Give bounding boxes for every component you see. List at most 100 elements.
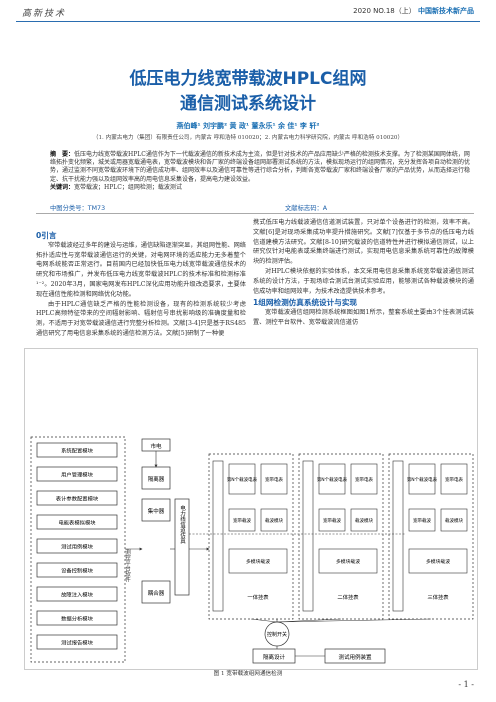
- assembly-bus: [212, 460, 224, 612]
- carrier-module-label: 宽带载波: [233, 517, 251, 524]
- paper-title-line1: 低压电力线宽带载波HPLC组网: [129, 69, 367, 89]
- meter-box: [408, 463, 436, 495]
- meter-box: [318, 463, 346, 495]
- figure-caption: 图 1 宽带载波组网通信检测: [213, 671, 283, 677]
- software-module-box: [36, 586, 118, 602]
- center-box-label: 耦合器: [148, 589, 165, 597]
- assembly-bus: [392, 460, 404, 612]
- assembly-label: 三体挂表: [427, 593, 449, 601]
- software-module-box: [36, 514, 118, 530]
- meter-label: 宽带电表: [355, 476, 373, 483]
- power-label: 市电: [150, 442, 162, 450]
- header-divider: [16, 21, 480, 22]
- paragraph: 窄带载波经过多年的建设与运维，通信缺陷逐渐突显，其组网性能、网络拓扑适应性与宽带…: [36, 241, 246, 298]
- keywords-text: 宽带载波；HPLC；组网检测；载波测试: [74, 183, 182, 191]
- figure-1: 系统配置模块用户管理模块表计参数配置模块电能表模拟模块测试用例模块设备控制模块故…: [24, 348, 478, 670]
- body-right-column: 携式低压电力线载波通信信道测试装置，只对单个设备进行的检测，效率不高。文献[6]…: [253, 218, 474, 328]
- software-group-label: 测控平台软件: [124, 548, 131, 584]
- software-module-label: 测试用例模块: [61, 543, 93, 551]
- channel-label: 电力线信道仿真: [179, 504, 186, 545]
- software-module-label: 设备控制模块: [61, 567, 93, 575]
- software-module-label: 故障注入模块: [61, 591, 93, 599]
- carrier-module-label: 宽带载波: [413, 517, 431, 524]
- meter-label: 第N个载波电表: [407, 476, 438, 483]
- meter-assembly-frame: [208, 453, 294, 620]
- body-left-column: 0引言 窄带载波经过多年的建设与运维，通信缺陷逐渐突显，其组网性能、网络拓扑适应…: [36, 231, 246, 339]
- test-device-label: 测试用例装置: [338, 653, 372, 661]
- software-module-box: [36, 634, 118, 650]
- meter-label: 第N个载波电表: [227, 476, 258, 483]
- channel-box: [174, 498, 190, 596]
- software-module-label: 测试报告模块: [61, 639, 93, 647]
- carrier-module-label: 载波模块: [445, 517, 463, 524]
- multi-module-box: [228, 548, 288, 574]
- multi-module-label: 多模块载波: [426, 558, 450, 565]
- software-module-box: [36, 562, 118, 578]
- software-module-label: 电能表模拟模块: [58, 519, 96, 527]
- software-module-box: [36, 466, 118, 482]
- assembly-label: 一体挂表: [247, 593, 269, 601]
- page-number: - 1 -: [458, 680, 474, 689]
- software-module-box: [36, 610, 118, 626]
- carrier-module-box: [408, 508, 436, 532]
- paragraph: 宽带载波通信组网检测系统框图如图1所示，整套系统主要由3个挂表测试装置、测控平台…: [253, 309, 474, 326]
- journal-section-label: 高新技术: [22, 9, 67, 19]
- software-module-box: [36, 442, 118, 458]
- center-box: [141, 580, 171, 604]
- meter-assembly-frame: [388, 453, 474, 620]
- assembly-bus: [302, 460, 314, 612]
- assembly-label: 二体挂表: [337, 593, 359, 601]
- author-list: 燕伯峰¹ 刘宇鹏² 黄 政¹ 董永乐¹ 余 佳¹ 李 轩²: [176, 122, 320, 130]
- system-block-diagram: 系统配置模块用户管理模块表计参数配置模块电能表模拟模块测试用例模块设备控制模块故…: [30, 436, 474, 664]
- software-module-box: [36, 490, 118, 506]
- center-box-label: 隔离器: [148, 475, 165, 483]
- carrier-module-label: 载波模块: [355, 517, 373, 524]
- clc-number: 中图分类号：TM73: [50, 205, 106, 212]
- affiliation: （1. 内蒙古电力（集团）有限责任公司，内蒙古 呼和浩特 010020；2. 内…: [92, 135, 404, 141]
- carrier-module-box: [350, 508, 378, 532]
- switch-label: 控制开关: [267, 631, 287, 638]
- meter-box: [440, 463, 468, 495]
- carrier-module-box: [318, 508, 346, 532]
- software-module-label: 用户管理模块: [61, 471, 93, 479]
- section-heading-intro: 0引言: [36, 231, 57, 240]
- meter-label: 第N个载波电表: [317, 476, 348, 483]
- issue-number: 2020 NO.18（上）: [353, 7, 416, 15]
- carrier-module-box: [440, 508, 468, 532]
- abstract-block: 摘 要：低压电力线宽带载波HPLC通信作为下一代载波通信的新技术成为主流，但是针…: [50, 151, 474, 192]
- isolation-label: 隔离设计: [263, 653, 286, 661]
- carrier-module-box: [228, 508, 256, 532]
- software-module-box: [36, 538, 118, 554]
- meter-box: [350, 463, 378, 495]
- abstract-text: 低压电力线宽带载波HPLC通信作为下一代载波通信的新技术成为主流，但是针对技术的…: [50, 151, 471, 183]
- keywords-label: 关键词：: [50, 183, 75, 191]
- abstract-divider: [36, 213, 474, 214]
- center-box: [141, 498, 171, 522]
- meter-assembly-frame: [298, 453, 384, 620]
- document-code: 文献标志码：A: [285, 205, 328, 212]
- software-group-frame: [30, 436, 126, 663]
- section-heading-design: 1组网检测仿真系统设计与实现: [253, 298, 358, 308]
- carrier-module-label: 载波模块: [265, 517, 283, 524]
- meter-label: 宽带电表: [445, 476, 463, 483]
- abstract-label: 摘 要：: [50, 151, 75, 158]
- meter-box: [228, 463, 256, 495]
- issue-header: 2020 NO.18（上） 中国新技术新产品: [353, 6, 474, 16]
- meter-label: 宽带电表: [265, 476, 283, 483]
- meter-box: [260, 463, 288, 495]
- journal-name: 中国新技术新产品: [418, 7, 474, 15]
- multi-module-label: 多模块载波: [246, 558, 270, 565]
- multi-module-box: [318, 548, 378, 574]
- software-module-label: 数据分析模块: [61, 615, 93, 623]
- paper-title-line2: 通信测试系统设计: [180, 94, 316, 114]
- multi-module-label: 多模块载波: [336, 558, 360, 565]
- software-module-label: 系统配置模块: [61, 447, 93, 455]
- software-module-label: 表计参数配置模块: [56, 495, 99, 503]
- paragraph: 由于HPLC通信缺乏严格的性能检测设备，现有的检测系统较少考虑HPLC高频特征带…: [36, 300, 246, 337]
- paragraph: 对HPLC模块依据的实验体系，本文采用电信息采集系统宽带载波通信测试系统的设计方…: [253, 267, 474, 295]
- carrier-module-label: 宽带载波: [323, 517, 341, 524]
- paragraph: 携式低压电力线载波通信信道测试装置，只对单个设备进行的检测，效率不高。文献[6]…: [253, 219, 474, 266]
- carrier-module-box: [260, 508, 288, 532]
- multi-module-box: [408, 548, 468, 574]
- center-box-label: 集中器: [148, 507, 165, 515]
